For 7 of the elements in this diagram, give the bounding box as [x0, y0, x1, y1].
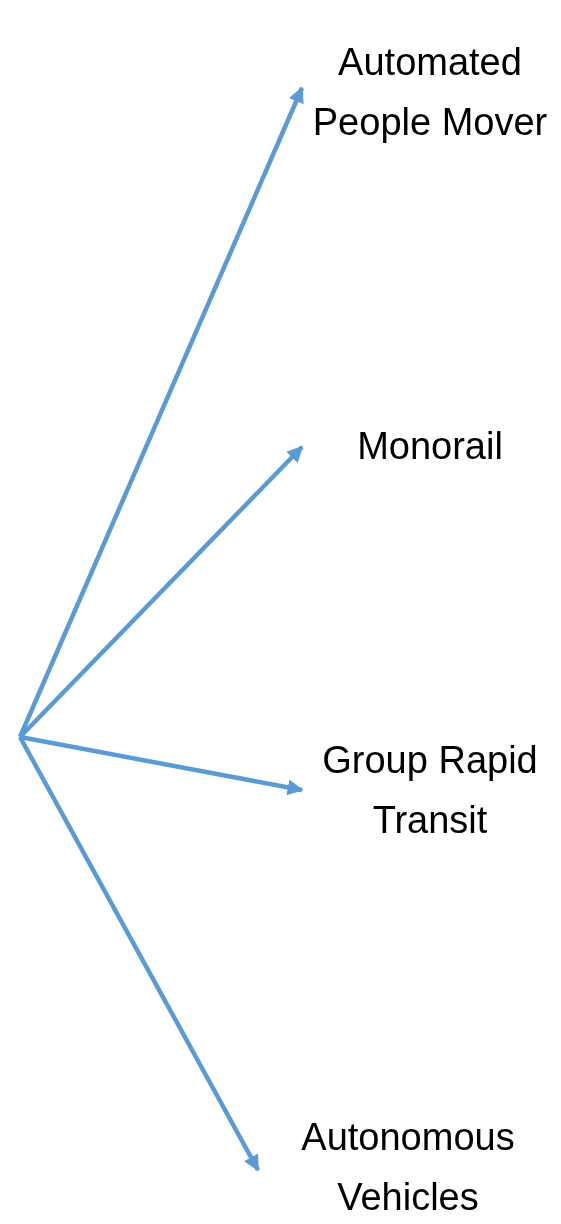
node-label: Automated People Mover	[311, 40, 549, 145]
arrow	[18, 445, 304, 739]
arrow	[19, 734, 304, 796]
arrow	[18, 735, 260, 1172]
node-label: Monorail	[357, 424, 503, 469]
node-label: Autonomous Vehicles	[300, 1115, 516, 1220]
node-label: Group Rapid Transit	[321, 738, 539, 843]
